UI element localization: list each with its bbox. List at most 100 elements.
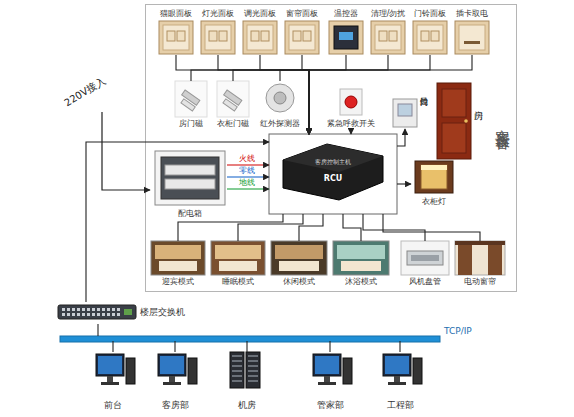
- node-label: 客房部: [150, 400, 200, 411]
- floor-switch-art: [92, 308, 95, 311]
- network-bus-icon: [60, 328, 490, 342]
- switch-panel-art: [413, 21, 447, 54]
- connector: [309, 55, 430, 134]
- floor-switch-art: [112, 308, 115, 311]
- floor-switch-art: [92, 313, 95, 316]
- workstation-art: [388, 382, 406, 385]
- scene-mode: 休闲模式: [271, 241, 327, 287]
- curtain-motor-art: [455, 241, 505, 245]
- switch-panel: 门铃面板: [410, 9, 450, 55]
- fan-coil-art: [411, 255, 439, 261]
- switch-panel-art: [205, 25, 231, 50]
- door-display-art: [393, 99, 417, 127]
- floor-switch-art: [67, 308, 70, 311]
- door-sensor-art: [217, 81, 249, 117]
- node-label: 电动窗帘: [455, 277, 505, 287]
- scene-mode: 睡眠模式: [211, 241, 265, 287]
- node-label: 衣柜灯: [411, 197, 457, 207]
- workstation-art: [318, 382, 336, 385]
- ir-detector: 红外探测器: [257, 81, 303, 129]
- floor-switch-art: [97, 313, 100, 316]
- room-door-art: [464, 119, 468, 123]
- node-label: 插卡取电: [452, 9, 492, 19]
- scene-mode-art: [215, 245, 261, 259]
- scene-mode-art: [151, 241, 205, 275]
- wardrobe-lamp-art: [421, 165, 447, 189]
- server-room-art: [232, 370, 242, 372]
- floor-switch-art: [112, 313, 115, 316]
- room-door-art: [442, 123, 466, 153]
- floor-switch-art: [58, 305, 136, 319]
- scene-mode-art: [275, 245, 323, 259]
- thermostat-panel-art: [334, 26, 358, 49]
- floor-switch-art: [72, 313, 75, 316]
- door-sensor: 房门磁: [171, 81, 211, 129]
- scene-mode-art: [159, 261, 197, 271]
- switch-panel-art: [431, 31, 439, 41]
- server-room-art: [232, 375, 242, 377]
- wardrobe-lamp-art: [415, 161, 453, 193]
- floor-switch-art: [82, 308, 85, 311]
- scene-mode-art: [211, 241, 265, 275]
- switch-panel: 窗帘面板: [282, 9, 322, 55]
- node-label: 楼层交换机: [140, 307, 185, 318]
- switch-panel-art: [163, 25, 189, 50]
- node-label: 沐浴模式: [333, 277, 389, 287]
- switch-panel-art: [201, 21, 235, 54]
- connector: [343, 214, 361, 241]
- distribution-box-art: [165, 179, 215, 189]
- workstation-art: [324, 376, 330, 382]
- room-door: 房门: [435, 83, 485, 159]
- server-room-art: [246, 352, 260, 388]
- node-label: 房门磁: [171, 119, 211, 129]
- connector: [350, 129, 351, 134]
- switch-panel-art: [159, 21, 193, 54]
- floor-switch-art: [62, 313, 65, 316]
- door-sensor-art: [181, 99, 195, 111]
- switch-panel-art: [167, 31, 175, 41]
- workstation-art: [158, 354, 186, 376]
- workstation: 工程部: [375, 352, 425, 412]
- connector: [238, 214, 303, 241]
- workstation: 管家部: [305, 352, 355, 412]
- floor-switch: 楼层交换机: [58, 302, 188, 324]
- server-room-art: [248, 355, 258, 357]
- switch-panel-art: [379, 31, 387, 41]
- node-label: 迎宾模式: [151, 277, 205, 287]
- scene-mode: 迎宾模式: [151, 241, 205, 287]
- switch-panel: 调光面板: [240, 9, 280, 55]
- connector: [397, 129, 405, 146]
- room-controller-art: [269, 134, 397, 214]
- room-controller-art: [283, 144, 383, 200]
- switch-panel-art: [243, 21, 277, 54]
- workstation: 前台: [88, 352, 138, 412]
- curtain-motor-art: [458, 243, 472, 275]
- connector: [178, 214, 283, 241]
- floor-switch-art: [107, 313, 110, 316]
- floor-switch-art: [117, 313, 120, 316]
- room-frame: 客房设备猫眼面板灯光面板调光面板窗帘面板温控器清理/勿扰门铃面板插卡取电房门磁衣…: [145, 4, 517, 292]
- node-label: 配电箱: [153, 209, 227, 219]
- connector: [227, 188, 269, 189]
- fan-coil-art: [401, 241, 449, 275]
- scene-mode-art: [271, 241, 327, 275]
- node-label: 管家部: [305, 400, 355, 411]
- connector: [191, 70, 309, 134]
- door-display-icon: [393, 89, 429, 129]
- server-room-art: [230, 352, 244, 388]
- connector: [397, 183, 411, 184]
- workstation-art: [101, 382, 119, 385]
- connector: [227, 164, 269, 165]
- connector: [112, 341, 113, 352]
- switch-panel-art: [303, 31, 311, 41]
- node-label: RCU: [269, 174, 397, 184]
- switch-panel-art: [219, 31, 227, 41]
- floor-switch-art: [62, 308, 65, 311]
- connector: [329, 341, 330, 352]
- power-feed-line: [102, 112, 150, 190]
- ir-detector-art: [266, 84, 294, 112]
- wardrobe-lamp: 衣柜灯: [411, 161, 457, 207]
- thermostat-panel-art: [339, 32, 353, 40]
- card-panel: 插卡取电: [452, 9, 492, 55]
- server-room: 机房: [222, 352, 272, 412]
